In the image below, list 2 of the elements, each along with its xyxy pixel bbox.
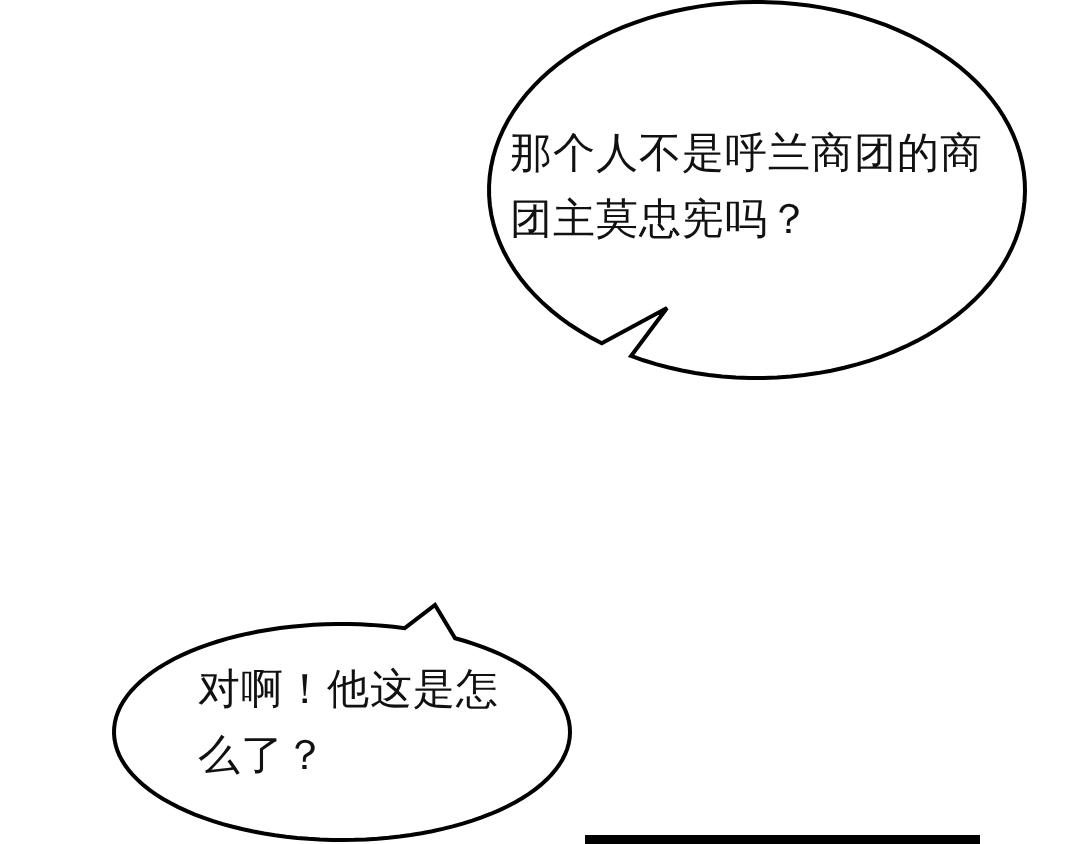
dialogue-text: 那个人不是呼兰商团的商团主莫忠宪吗？ <box>510 127 984 245</box>
dialogue-text: 对啊！他这是怎么了？ <box>198 663 500 781</box>
